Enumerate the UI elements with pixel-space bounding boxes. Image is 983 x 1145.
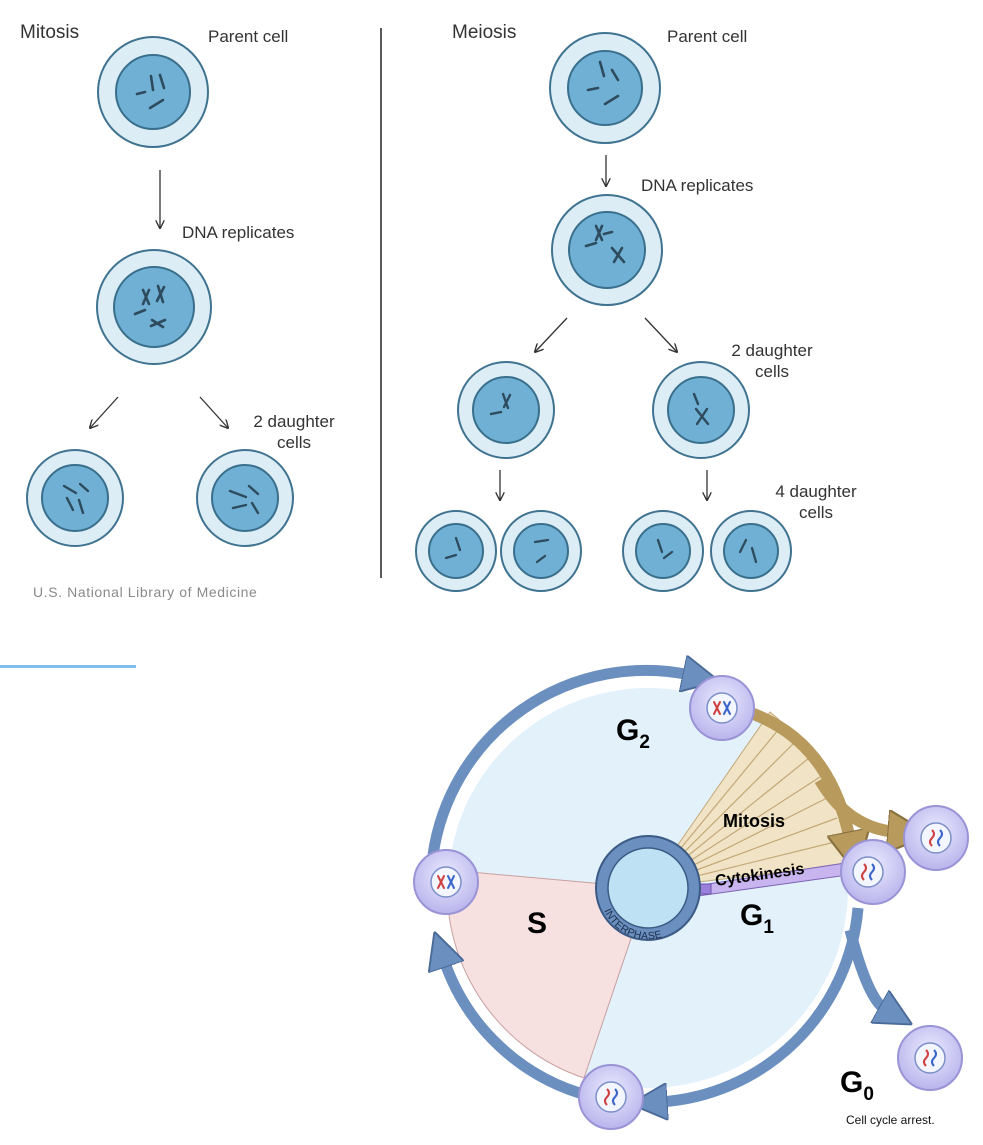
cell-cycle-diagram: G2 G1 G0 S Mitosis Cytokinesis INTERPHAS…: [414, 670, 968, 1129]
cycle-cell-g0: [898, 1026, 962, 1090]
meiosis-replicated-cell: [552, 195, 662, 305]
meiosis-parent-label: Parent cell: [667, 26, 747, 47]
meiosis-daughter-cell-1: [458, 362, 554, 458]
meiosis-2-daughter-line2: cells: [716, 361, 828, 382]
meiosis-gamete-4: [711, 511, 791, 591]
meiosis-title: Meiosis: [452, 22, 516, 43]
mitosis-daughter-line1: 2 daughter: [238, 411, 350, 432]
cycle-cell-bottom: [579, 1065, 643, 1129]
meiosis-gamete-3: [623, 511, 703, 591]
cycle-cell-mitosis-exit: [904, 806, 968, 870]
mitosis-parent-label: Parent cell: [208, 26, 288, 47]
meiosis-4-daughter-label: 4 daughter cells: [760, 481, 872, 523]
mitosis-daughter-line2: cells: [238, 432, 350, 453]
cycle-cell-g1: [841, 840, 905, 904]
credit-text: U.S. National Library of Medicine: [33, 584, 257, 600]
mitosis-phase-label: Mitosis: [723, 811, 785, 831]
mitosis-arrow-right: [200, 397, 228, 428]
s-label: S: [527, 907, 547, 940]
g0-label: G0: [840, 1066, 874, 1105]
mitosis-title: Mitosis: [20, 22, 79, 43]
meiosis-2-daughter-line1: 2 daughter: [716, 340, 828, 361]
horizontal-rule: [0, 665, 136, 668]
meiosis-gamete-2: [501, 511, 581, 591]
arrow-to-g0: [850, 930, 886, 1010]
meiosis-dna-label: DNA replicates: [641, 175, 753, 196]
interphase-core: [608, 848, 688, 928]
meiosis-2-daughter-label: 2 daughter cells: [716, 340, 828, 382]
cell-cycle-arrest-label: Cell cycle arrest.: [846, 1113, 935, 1127]
meiosis-arrow-left: [535, 318, 567, 352]
cycle-cell-g2: [690, 676, 754, 740]
mitosis-arrow-left: [90, 397, 118, 428]
mitosis-daughter-cell-2: [197, 450, 293, 546]
meiosis-4-daughter-line2: cells: [760, 502, 872, 523]
meiosis-arrow-right: [645, 318, 677, 352]
section-divider: [380, 28, 382, 578]
mitosis-daughter-label: 2 daughter cells: [238, 411, 350, 453]
mitosis-dna-label: DNA replicates: [182, 222, 294, 243]
mitosis-parent-cell: [98, 37, 208, 147]
cycle-cell-s: [414, 850, 478, 914]
meiosis-gamete-1: [416, 511, 496, 591]
mitosis-daughter-cell-1: [27, 450, 123, 546]
meiosis-4-daughter-line1: 4 daughter: [760, 481, 872, 502]
mitosis-replicated-cell: [97, 250, 211, 364]
meiosis-parent-cell: [550, 33, 660, 143]
